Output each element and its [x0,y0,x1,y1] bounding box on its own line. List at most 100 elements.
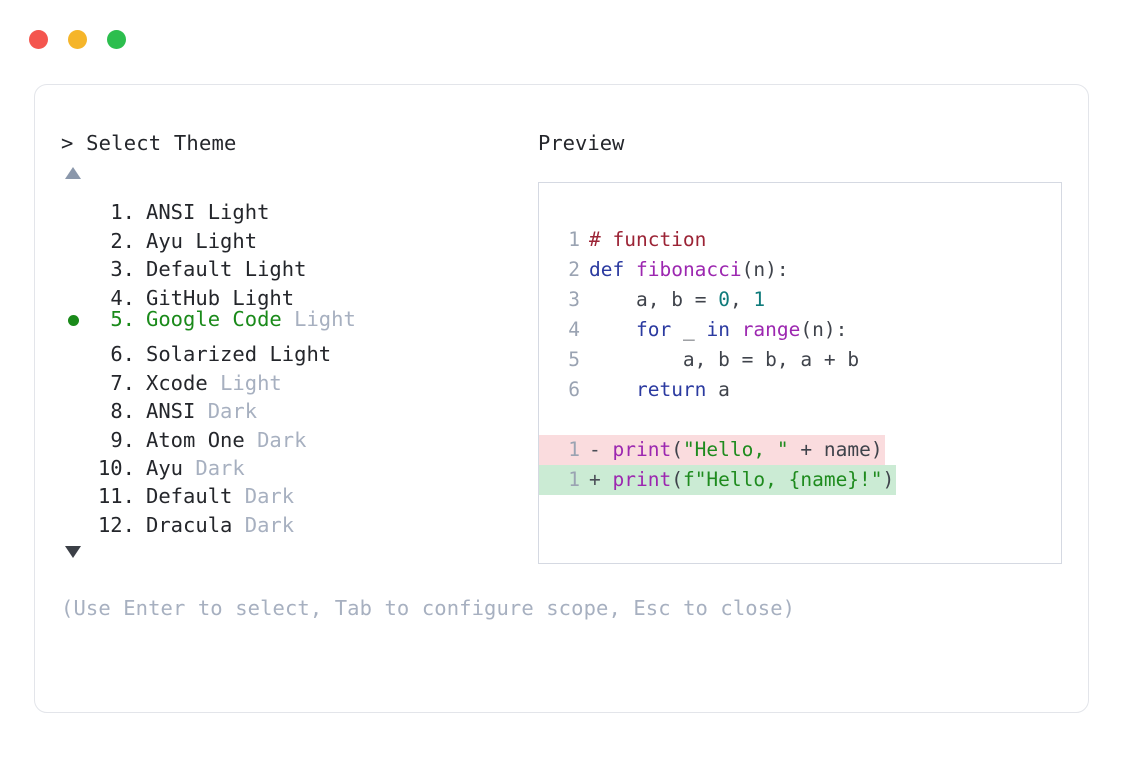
maximize-button[interactable] [107,30,126,49]
bullet-placeholder [61,418,91,446]
minimize-button[interactable] [68,30,87,49]
theme-list-item[interactable]: 1. ANSI Light [61,191,521,224]
theme-list-item[interactable]: 11.Default Dark [61,475,521,508]
theme-index: 8. [110,399,135,424]
theme-list-item[interactable]: 5.Google Code Light [61,305,521,333]
theme-variant: Dark [257,427,307,452]
theme-name-space [183,454,195,482]
diff-removed-line: 1- print("Hello, " + name) [539,435,1061,465]
theme-list-item[interactable]: 12. Dracula Dark [61,503,521,537]
bullet-placeholder [61,191,91,219]
line-number: 5 [568,348,580,371]
theme-name: ANSI [146,399,196,424]
prompt-caret: > [61,131,74,155]
line-number: 2 [568,258,580,281]
line-number: 4 [568,318,580,341]
theme-name: GitHub [146,285,221,310]
theme-name-space [245,426,257,454]
theme-index: 3. [110,257,135,282]
close-button[interactable] [29,30,48,49]
theme-index: 11. [97,484,135,509]
preview-box: 1# function 2 def fibonacci(n): 3 a, b = 0,… [538,182,1062,564]
theme-name-space [208,369,220,397]
theme-variant: Dark [195,455,245,480]
theme-variant: Light [207,200,270,225]
theme-variant: Light [232,285,295,310]
code-preview: 1# function 2 def fibonacci(n): 3 a, b = 0,… [539,225,1061,495]
theme-name-space [232,255,244,283]
code-line-text: return a [635,378,730,401]
theme-name: Solarized [146,342,258,367]
diff-added-line: 1+ print(f"Hello, {name}!") [539,465,1061,495]
theme-list-item[interactable]: 7.Xcode Light [61,361,521,395]
bullet-placeholder [61,333,91,361]
theme-index: 2. [110,228,135,253]
theme-list-item[interactable]: 10.Ayu Dark [61,447,521,480]
theme-name-space [257,340,269,368]
theme-variant: Dark [244,512,295,537]
code-line-text: def fibonacci(n): [589,258,789,281]
theme-name: Atom One [146,427,245,452]
theme-list-item[interactable]: 2. Ayu Light [61,219,521,253]
triangle-up-icon[interactable] [65,167,81,179]
theme-variant: Light [195,228,258,253]
theme-name: Xcode [146,370,208,395]
theme-name-space [183,227,195,255]
theme-list-item[interactable]: 8. ANSI Dark [61,390,521,423]
line-number: 1 [539,465,589,495]
preview-label: Preview [538,131,625,155]
triangle-down-icon[interactable] [65,545,81,558]
theme-list-item[interactable]: 9. Atom One Dark [61,418,521,452]
theme-name-space [195,198,207,226]
theme-index: 5. [110,306,135,331]
code-line: 2 def fibonacci(n): [539,255,1061,285]
code-line: 5 a, b = b, a + b [539,345,1061,375]
diff-line-text: - print("Hello, " + name) [589,435,885,465]
theme-variant: Dark [244,484,295,509]
theme-name: Dracula [146,512,233,537]
theme-variant: Dark [207,399,258,424]
theme-list-item[interactable]: 6.Solarized Light [61,333,521,366]
line-number: 1 [568,228,580,251]
theme-variant: Light [294,306,356,331]
bullet-placeholder [61,219,91,247]
code-line: 3 a, b = 0, 1 [539,285,1061,315]
theme-name: Default [146,257,233,282]
theme-index: 9. [110,427,135,452]
theme-variant: Light [244,257,307,282]
theme-name: ANSI [146,200,196,225]
line-number: 1 [539,435,589,465]
theme-name-space [232,482,244,510]
theme-index: 4. [110,285,135,310]
bullet-placeholder [61,390,91,418]
bullet-placeholder [61,447,91,475]
theme-list-item[interactable]: 4. GitHub Light [61,276,521,310]
bullet-placeholder [61,276,91,304]
theme-index: 6. [110,342,135,367]
theme-name-space [195,397,207,425]
bullet-placeholder [61,361,91,389]
theme-name-space [282,305,294,333]
theme-index: 1. [110,200,135,225]
line-number: 3 [568,288,580,311]
theme-index: 12. [97,512,135,537]
theme-index: 7. [110,370,135,395]
theme-list-item[interactable]: 3. Default Light [61,248,521,281]
code-line: 1# function [539,225,1061,255]
code-line-text: for _ in range(n): [635,318,848,341]
keyboard-hint: (Use Enter to select, Tab to configure s… [61,595,796,620]
page-title-label: Select Theme [86,131,237,155]
bullet-placeholder [61,475,91,503]
code-line: 6 return a [539,375,1061,405]
theme-name: Ayu [146,228,184,253]
window-controls [29,30,126,49]
preview-panel: Preview 1# function 2 def fibonacci(n): 3 a… [538,129,1068,564]
code-line-text: a, b = b, a + b [682,348,860,371]
selected-bullet-icon [61,306,91,334]
theme-name: Ayu [146,455,184,480]
bullet-placeholder [61,503,91,531]
